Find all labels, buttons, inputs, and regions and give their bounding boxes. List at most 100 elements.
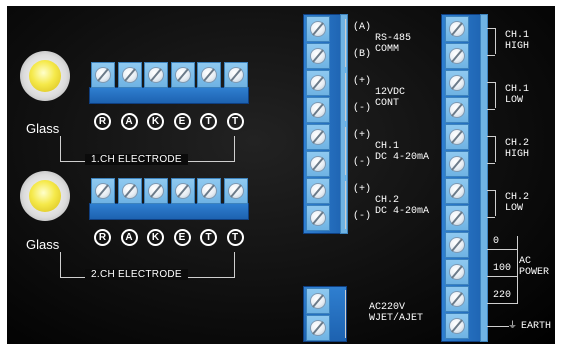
ac-wire: [487, 303, 517, 304]
signal-terminal[interactable]: [306, 151, 330, 177]
glass-connector-1[interactable]: [20, 51, 70, 101]
electrode-terminal[interactable]: [170, 178, 195, 204]
relay-wire: [487, 190, 495, 191]
screw-icon: [310, 210, 326, 226]
pin-letter: E: [173, 229, 191, 246]
pin-label: (-): [353, 211, 372, 222]
relay-power-terminal[interactable]: [445, 16, 469, 42]
relay-wire: [495, 190, 496, 216]
relay-power-terminal[interactable]: [445, 70, 469, 96]
signal-terminal[interactable]: [306, 16, 330, 42]
relay-power-terminal[interactable]: [445, 124, 469, 150]
electrode-terminal[interactable]: [144, 62, 168, 88]
screw-icon: [310, 293, 326, 309]
relay-power-terminal[interactable]: [445, 313, 469, 339]
screw-icon: [227, 67, 244, 83]
pin-label: (+): [353, 76, 372, 87]
glass-core-icon: [29, 180, 61, 212]
relay-wire: [487, 163, 495, 164]
screw-icon: [227, 183, 244, 199]
ac-wire: [487, 276, 517, 277]
electrode-terminal[interactable]: [117, 62, 142, 88]
relay-wire: [495, 136, 496, 162]
electrode-terminal[interactable]: [197, 178, 221, 204]
group-bracket: [345, 19, 346, 67]
relay-power-terminal[interactable]: [445, 286, 469, 312]
electrode-terminal[interactable]: [223, 62, 248, 88]
pin-letter: K: [147, 113, 164, 130]
screw-icon: [449, 75, 465, 91]
relay-power-terminal[interactable]: [445, 178, 469, 204]
screw-icon: [148, 67, 164, 83]
signal-terminal[interactable]: [306, 97, 330, 123]
relay-power-terminal[interactable]: [445, 205, 469, 231]
relay-power-terminal[interactable]: [445, 151, 469, 177]
screw-icon: [310, 21, 326, 37]
strip-tab: [340, 14, 348, 234]
screw-icon: [310, 183, 326, 199]
screw-icon: [121, 183, 138, 199]
relay-power-terminal[interactable]: [445, 43, 469, 69]
relay-wire: [495, 82, 496, 108]
group-bracket: [345, 73, 346, 121]
electrode-terminal[interactable]: [91, 62, 115, 88]
relay-wire: [487, 55, 495, 56]
earth-wire: [487, 326, 509, 327]
screw-icon: [95, 67, 111, 83]
relay-power-terminal[interactable]: [445, 259, 469, 285]
screw-icon: [449, 21, 465, 37]
screw-icon: [201, 183, 217, 199]
pin-label: (B): [353, 49, 372, 60]
strip-base: [89, 87, 249, 104]
screw-icon: [174, 67, 191, 83]
electrode-terminal[interactable]: [223, 178, 248, 204]
signal-terminal[interactable]: [306, 205, 330, 231]
pin-label: (+): [353, 130, 372, 141]
signal-terminal[interactable]: [306, 124, 330, 150]
group-bracket: [345, 181, 346, 229]
pin-letter: T: [200, 229, 217, 246]
group-bracket: [345, 290, 346, 338]
screw-icon: [449, 183, 465, 199]
screw-icon: [310, 102, 326, 118]
pin-letter: E: [173, 113, 191, 130]
glass-label: Glass: [26, 121, 60, 136]
relay-power-terminal[interactable]: [445, 97, 469, 123]
strip-base: [89, 203, 249, 220]
signal-terminal[interactable]: [306, 70, 330, 96]
electrode-terminal[interactable]: [117, 178, 142, 204]
screw-icon: [310, 75, 326, 91]
electrode-terminal[interactable]: [144, 178, 168, 204]
power-terminal[interactable]: [306, 288, 330, 314]
pin-letter: T: [200, 113, 217, 130]
screw-icon: [310, 156, 326, 172]
relay-wire: [487, 136, 495, 137]
electrode-terminal[interactable]: [170, 62, 195, 88]
signal-terminal[interactable]: [306, 178, 330, 204]
glass-connector-2[interactable]: [20, 171, 70, 221]
pin-label: (-): [353, 157, 372, 168]
relay-wire: [487, 82, 495, 83]
signal-terminal[interactable]: [306, 43, 330, 69]
screw-icon: [449, 264, 465, 280]
ac-wire: [517, 236, 518, 304]
screw-icon: [449, 318, 465, 334]
pin-letter: T: [226, 113, 244, 130]
relay-wire: [495, 28, 496, 54]
pin-letter: K: [147, 229, 164, 246]
power-terminal[interactable]: [306, 315, 330, 341]
screw-icon: [449, 291, 465, 307]
screw-icon: [310, 320, 326, 336]
ac-tap-label: 220: [493, 290, 512, 301]
electrode-terminal[interactable]: [197, 62, 221, 88]
relay-power-terminal[interactable]: [445, 232, 469, 258]
ac-wire: [487, 249, 517, 250]
screw-icon: [310, 129, 326, 145]
electrode-terminal[interactable]: [91, 178, 115, 204]
screw-icon: [95, 183, 111, 199]
